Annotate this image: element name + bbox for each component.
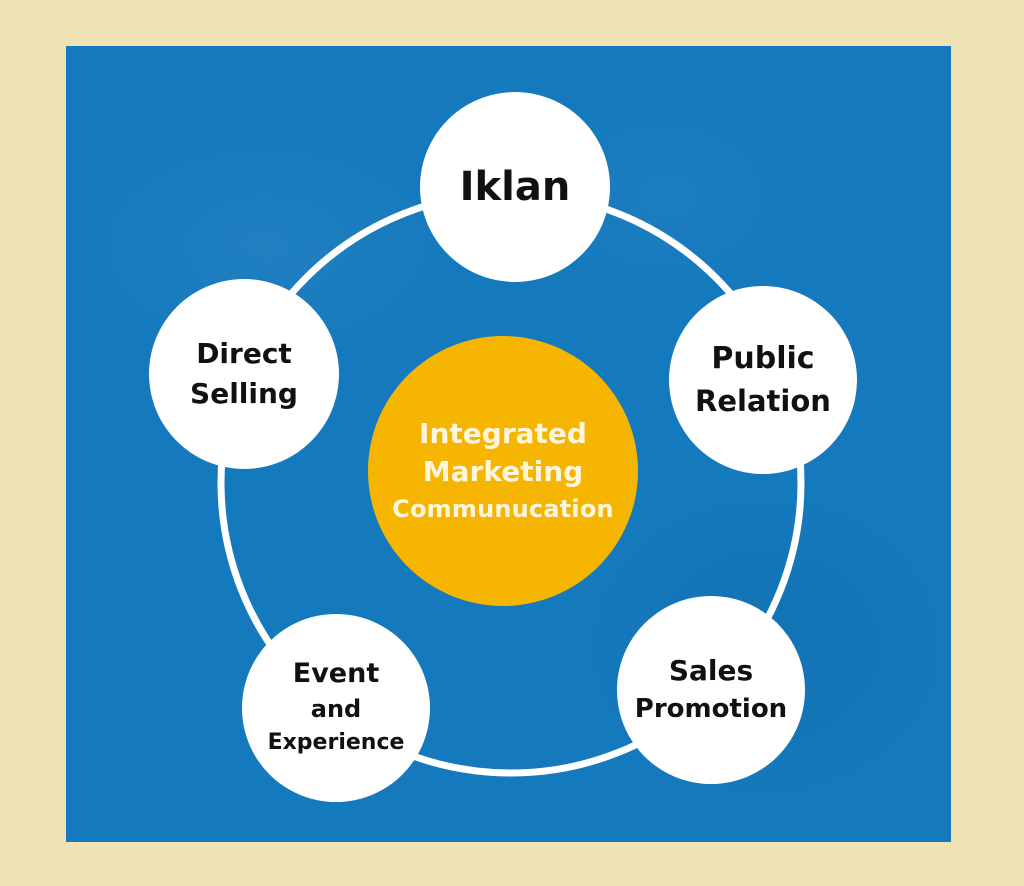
center-label-line-1: Integrated <box>419 417 587 450</box>
node-iklan-label: Iklan <box>459 164 571 210</box>
node-sales-promotion: Sales Promotion <box>617 596 805 784</box>
node-public-relation-line-1: Public <box>711 341 815 376</box>
node-direct-selling-line-1: Direct <box>196 337 292 370</box>
node-event-experience-line-1: Event <box>292 658 380 689</box>
node-direct-selling-line-2: Selling <box>190 377 298 410</box>
node-event-experience-line-3: Experience <box>267 730 405 755</box>
node-iklan: Iklan <box>420 92 610 282</box>
center-label-line-2: Marketing <box>422 455 584 488</box>
node-sales-promotion-line-1: Sales <box>668 654 754 687</box>
node-public-relation-line-2: Relation <box>695 384 831 418</box>
node-event-experience-line-2: and <box>310 695 362 723</box>
node-public-relation: Public Relation <box>669 286 857 474</box>
center-label-line-3: Communucation <box>392 495 614 523</box>
node-event-experience: Event and Experience <box>242 614 430 802</box>
node-sales-promotion-line-2: Promotion <box>634 694 788 724</box>
center-circle: Integrated Marketing Communucation <box>368 336 638 606</box>
node-direct-selling: Direct Selling <box>149 279 339 469</box>
